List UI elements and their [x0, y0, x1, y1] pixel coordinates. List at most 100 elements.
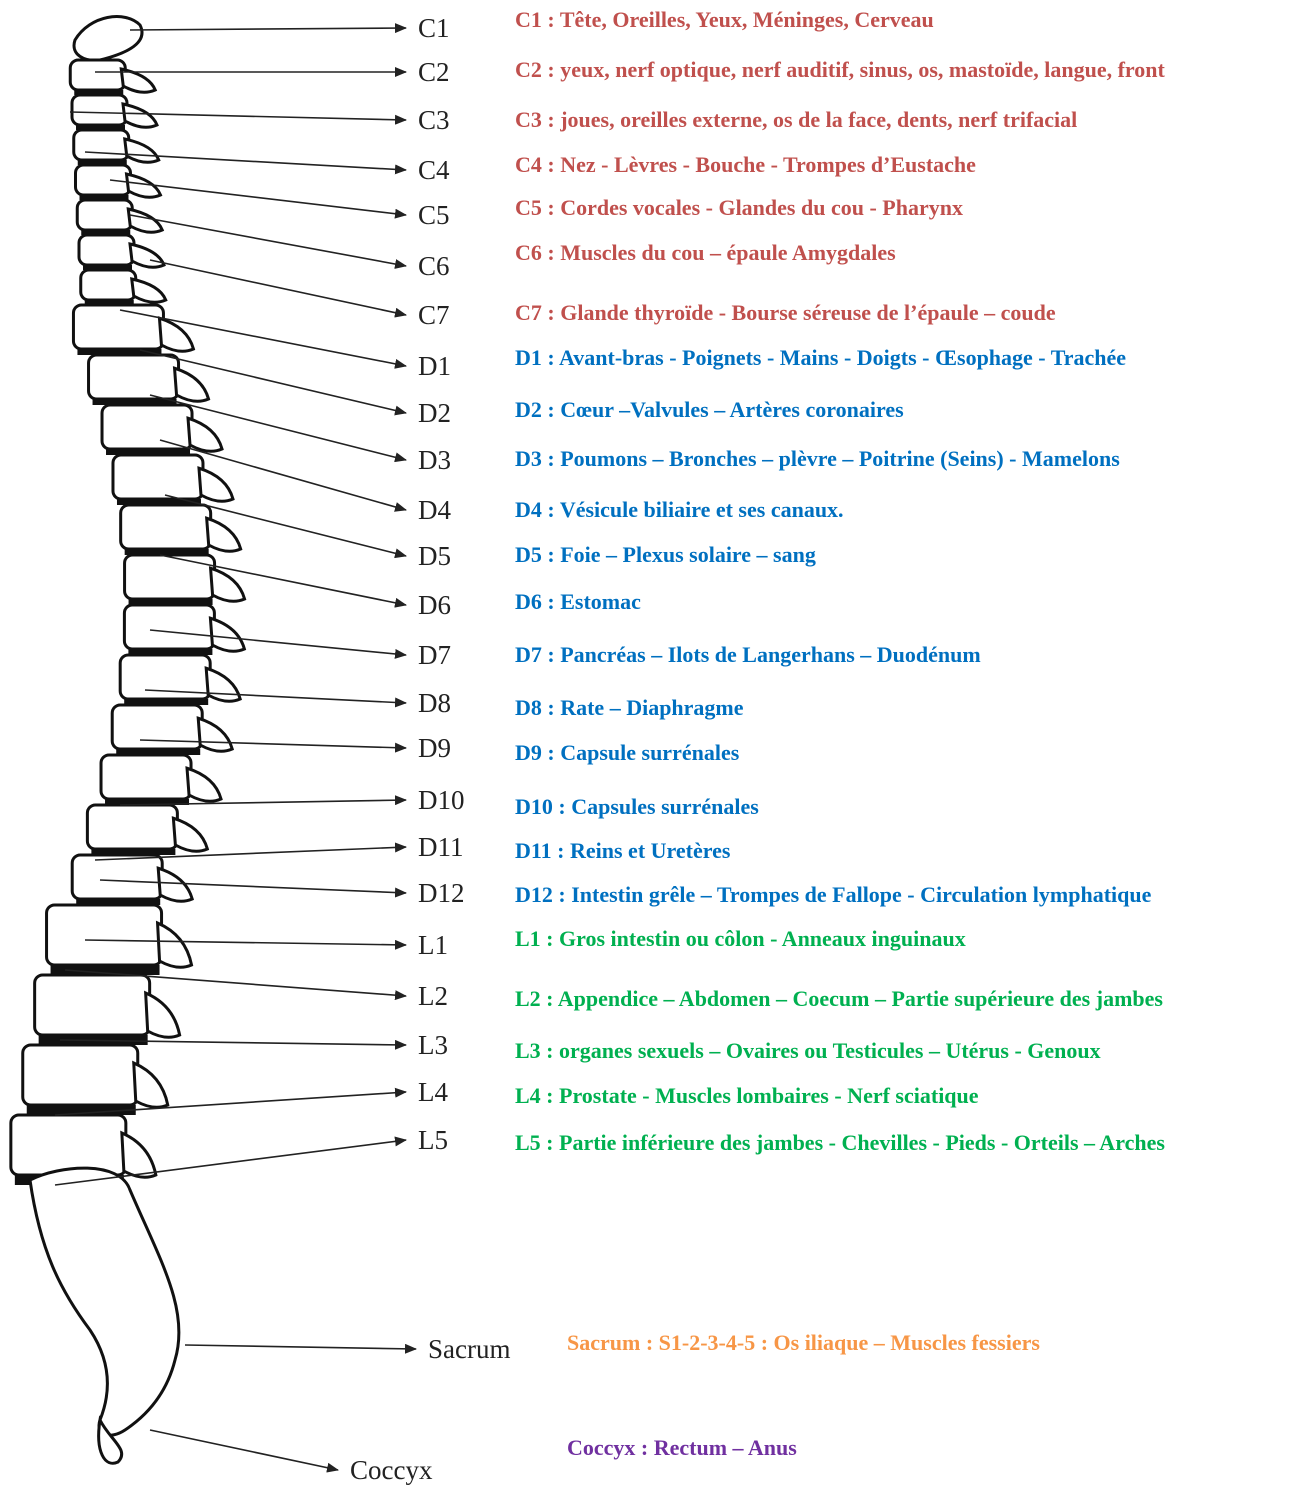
vertebra-label-d3: D3 — [418, 445, 451, 475]
spinous-process — [122, 1133, 156, 1177]
vertebra-body — [72, 855, 162, 899]
description-l3: L3 : organes sexuels – Ovaires ou Testic… — [515, 1038, 1101, 1064]
spinous-process — [134, 1063, 168, 1107]
vertebra-body — [79, 235, 134, 265]
spinous-process — [146, 993, 180, 1037]
spinous-process — [206, 668, 240, 701]
spinous-process — [211, 568, 245, 601]
description-c7: C7 : Glande thyroïde - Bourse séreuse de… — [515, 300, 1056, 326]
atlas-vertebra — [74, 17, 142, 61]
vertebra-label-c5: C5 — [418, 200, 450, 230]
vertebra-body — [101, 755, 191, 799]
vertebra-label-c7: C7 — [418, 300, 450, 330]
vertebra-body — [11, 1115, 126, 1175]
description-l2: L2 : Appendice – Abdomen – Coecum – Part… — [515, 986, 1163, 1012]
pointer-line-sacrum — [185, 1345, 416, 1349]
vertebra-labels: C1C2C3C4C5C6C7D1D2D3D4D5D6D7D8D9D10D11D1… — [350, 13, 510, 1485]
vertebra-label-l1: L1 — [418, 930, 448, 960]
description-d10: D10 : Capsules surrénales — [515, 794, 759, 820]
vertebra-body — [81, 270, 136, 300]
vertebra-label-l5: L5 — [418, 1125, 448, 1155]
vertebra-body — [73, 305, 163, 349]
spinous-process — [132, 279, 166, 302]
description-d6: D6 : Estomac — [515, 589, 641, 615]
sacrum-bone — [30, 1168, 179, 1435]
vertebra-body — [102, 405, 192, 449]
vertebra-body — [125, 555, 215, 599]
description-c4: C4 : Nez - Lèvres - Bouche - Trompes d’E… — [515, 152, 976, 178]
vertebra-label-c3: C3 — [418, 105, 450, 135]
vertebra-label-d5: D5 — [418, 541, 451, 571]
description-c6: C6 : Muscles du cou – épaule Amygdales — [515, 240, 896, 266]
spinous-process — [188, 418, 222, 451]
vertebra-body — [70, 60, 125, 90]
vertebra-label-d9: D9 — [418, 733, 451, 763]
description-c2: C2 : yeux, nerf optique, nerf auditif, s… — [515, 57, 1165, 83]
vertebra-body — [35, 975, 150, 1035]
vertebra-body — [89, 355, 179, 399]
spinous-process — [175, 368, 209, 401]
vertebra-label-c6: C6 — [418, 251, 450, 281]
pointer-line-coccyx — [150, 1430, 338, 1470]
vertebral-column — [11, 17, 245, 1464]
vertebra-label-d8: D8 — [418, 688, 451, 718]
vertebra-label-c2: C2 — [418, 57, 450, 87]
pointer-line-c4 — [85, 152, 406, 170]
vertebra-label-coccyx: Coccyx — [350, 1455, 433, 1485]
spinous-process — [158, 923, 192, 967]
description-c3: C3 : joues, oreilles externe, os de la f… — [515, 107, 1077, 133]
vertebra-label-d1: D1 — [418, 351, 451, 381]
vertebra-body — [113, 455, 203, 499]
vertebra-body — [47, 905, 162, 965]
description-d7: D7 : Pancréas – Ilots de Langerhans – Du… — [515, 642, 981, 668]
vertebra-body — [77, 200, 132, 230]
vertebra-label-d10: D10 — [418, 785, 465, 815]
description-c5: C5 : Cordes vocales - Glandes du cou - P… — [515, 195, 963, 221]
vertebra-label-c4: C4 — [418, 155, 450, 185]
description-d8: D8 : Rate – Diaphragme — [515, 695, 744, 721]
vertebra-label-l4: L4 — [418, 1077, 448, 1107]
spinous-process — [187, 768, 221, 801]
spinous-process — [199, 468, 233, 501]
description-d2: D2 : Cœur –Valvules – Artères coronaires — [515, 397, 904, 423]
vertebra-body — [23, 1045, 138, 1105]
spinous-process — [158, 868, 192, 901]
description-d9: D9 : Capsule surrénales — [515, 740, 739, 766]
pointer-line-c6 — [130, 215, 406, 266]
pointer-line-c7 — [150, 260, 406, 315]
vertebra-label-c1: C1 — [418, 13, 450, 43]
description-coccyx: Coccyx : Rectum – Anus — [567, 1435, 797, 1461]
vertebra-label-d4: D4 — [418, 495, 451, 525]
pointer-line-c1 — [130, 28, 406, 30]
vertebra-body — [121, 505, 211, 549]
spinous-process — [198, 718, 232, 751]
vertebra-body — [124, 605, 214, 649]
description-d1: D1 : Avant-bras - Poignets - Mains - Doi… — [515, 345, 1126, 371]
spinous-process — [210, 618, 244, 651]
description-l5: L5 : Partie inférieure des jambes - Chev… — [515, 1130, 1165, 1156]
description-d5: D5 : Foie – Plexus solaire – sang — [515, 542, 816, 568]
spinous-process — [173, 818, 207, 851]
vertebra-body — [76, 165, 131, 195]
vertebra-label-sacrum: Sacrum — [428, 1334, 510, 1364]
vertebra-label-l2: L2 — [418, 981, 448, 1011]
description-c1: C1 : Tête, Oreilles, Yeux, Méninges, Cer… — [515, 7, 934, 33]
description-d12: D12 : Intestin grêle – Trompes de Fallop… — [515, 882, 1151, 908]
vertebra-label-d2: D2 — [418, 398, 451, 428]
vertebra-label-d12: D12 — [418, 878, 465, 908]
description-d4: D4 : Vésicule biliaire et ses canaux. — [515, 497, 844, 523]
vertebra-label-d6: D6 — [418, 590, 451, 620]
vertebra-label-d7: D7 — [418, 640, 451, 670]
spinous-process — [207, 518, 241, 551]
vertebra-label-l3: L3 — [418, 1030, 448, 1060]
vertebra-body — [74, 130, 129, 160]
spinous-process — [130, 244, 164, 267]
vertebra-body — [112, 705, 202, 749]
description-sacrum: Sacrum : S1-2-3-4-5 : Os iliaque – Muscl… — [567, 1330, 1067, 1356]
vertebra-body — [87, 805, 177, 849]
spinous-process — [125, 139, 159, 162]
vertebra-label-d11: D11 — [418, 832, 464, 862]
description-l1: L1 : Gros intestin ou côlon - Anneaux in… — [515, 926, 966, 952]
spinous-process — [123, 104, 157, 127]
